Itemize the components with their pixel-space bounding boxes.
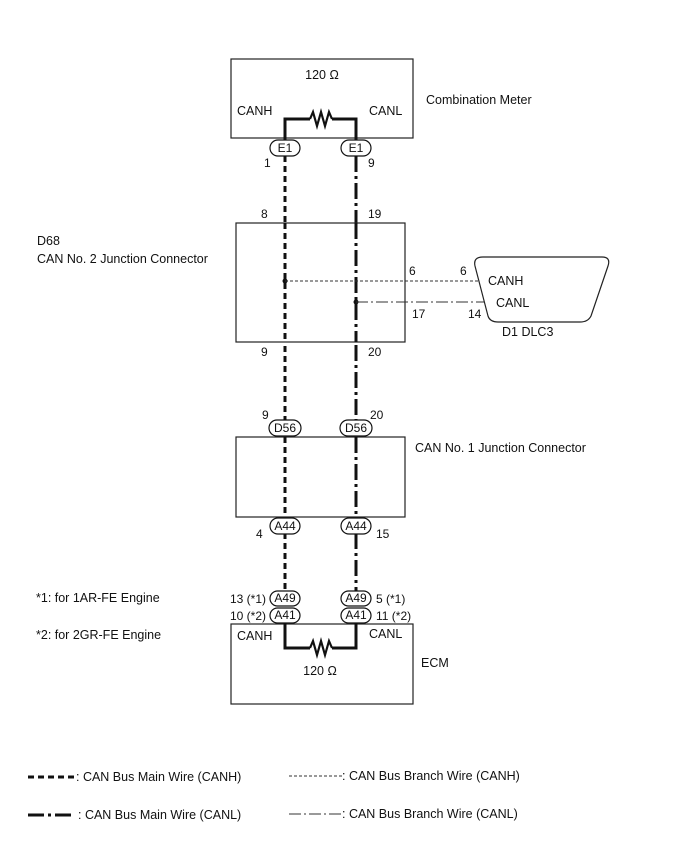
connector-a49-right bbox=[340, 590, 372, 607]
legend: : CAN Bus Main Wire (CANH) : CAN Bus Bra… bbox=[28, 769, 520, 822]
dlc3-canh-label: CANH bbox=[488, 274, 523, 288]
meter-resistor-label: 120 Ω bbox=[305, 68, 339, 82]
ecm-canl-label: CANL bbox=[369, 627, 402, 641]
dlc3-connector: CANH CANL 6 14 D1 DLC3 bbox=[460, 256, 610, 339]
legend-branch-canh-label: : CAN Bus Branch Wire (CANH) bbox=[342, 769, 520, 783]
d68-name: CAN No. 2 Junction Connector bbox=[37, 252, 208, 266]
d68-pin-9: 9 bbox=[261, 345, 268, 359]
meter-canh-internal-wire bbox=[283, 117, 310, 146]
note-1ar-fe: *1: for 1AR-FE Engine bbox=[36, 591, 160, 605]
legend-main-canl-label: : CAN Bus Main Wire (CANL) bbox=[78, 808, 241, 822]
connector-a44-left bbox=[269, 517, 301, 535]
connector-e1-left bbox=[269, 139, 301, 157]
d68-pin-8: 8 bbox=[261, 207, 268, 221]
dlc3-pin-6: 6 bbox=[460, 264, 467, 278]
legend-branch-canl-label: : CAN Bus Branch Wire (CANL) bbox=[342, 807, 518, 821]
connector-d56-right-label: D56 bbox=[345, 421, 367, 435]
meter-canl-label: CANL bbox=[369, 104, 402, 118]
combination-meter-name: Combination Meter bbox=[426, 93, 532, 107]
connector-a49-left-label: A49 bbox=[274, 591, 296, 605]
ecm-resistor-label: 120 Ω bbox=[303, 664, 337, 678]
d68-pin-6: 6 bbox=[409, 264, 416, 278]
d68-code: D68 bbox=[37, 234, 60, 248]
dlc3-outline bbox=[474, 256, 610, 323]
meter-canh-label: CANH bbox=[237, 104, 272, 118]
a44-pin-15: 15 bbox=[376, 527, 390, 541]
d68-pin-20: 20 bbox=[368, 345, 382, 359]
ecm-canl-internal-wire bbox=[332, 623, 358, 650]
a41-pin-11: 11 (*2) bbox=[376, 609, 411, 623]
connector-e1-right-label: E1 bbox=[349, 141, 364, 155]
connector-a49-right-label: A49 bbox=[345, 591, 367, 605]
combination-meter: 120 Ω CANH CANL Combination Meter bbox=[230, 58, 532, 146]
dlc3-canl-label: CANL bbox=[496, 296, 529, 310]
can1-box bbox=[235, 436, 406, 518]
ecm-name: ECM bbox=[421, 656, 449, 670]
ecm: CANH CANL 120 Ω ECM bbox=[230, 623, 449, 705]
connector-a44-right bbox=[340, 517, 372, 535]
a44-pin-4: 4 bbox=[256, 527, 263, 541]
connector-a44-left-label: A44 bbox=[274, 519, 296, 533]
connector-e1-right bbox=[340, 139, 372, 157]
connector-a44-right-label: A44 bbox=[345, 519, 367, 533]
d68-pin-19: 19 bbox=[368, 207, 382, 221]
d68-junction-connector: D68 CAN No. 2 Junction Connector 8 19 6 … bbox=[37, 207, 490, 359]
a41-pin-10: 10 (*2) bbox=[230, 609, 266, 623]
note-2gr-fe: *2: for 2GR-FE Engine bbox=[36, 628, 161, 642]
connector-e1-left-label: E1 bbox=[278, 141, 293, 155]
d68-pin-17: 17 bbox=[412, 307, 426, 321]
d68-box bbox=[235, 222, 406, 343]
ecm-canh-internal-wire bbox=[283, 623, 310, 650]
can1-name: CAN No. 1 Junction Connector bbox=[415, 441, 586, 455]
dlc3-pin-14: 14 bbox=[468, 307, 482, 321]
meter-canl-internal-wire bbox=[332, 117, 358, 146]
a49-pin-13: 13 (*1) bbox=[230, 592, 266, 606]
combination-meter-box bbox=[230, 58, 414, 139]
ecm-resistor-symbol bbox=[308, 636, 334, 660]
meter-resistor-symbol bbox=[308, 107, 334, 131]
pin-e1-9: 9 bbox=[368, 156, 375, 170]
connector-a41-right-label: A41 bbox=[345, 608, 367, 622]
d56-pin-20: 20 bbox=[370, 408, 384, 422]
ecm-canh-label: CANH bbox=[237, 629, 272, 643]
dlc3-label: D1 DLC3 bbox=[502, 325, 553, 339]
connector-d56-left-label: D56 bbox=[274, 421, 296, 435]
connector-a49-left bbox=[269, 590, 301, 607]
ecm-box bbox=[230, 623, 414, 705]
connector-d56-left bbox=[268, 419, 302, 437]
connector-a41-left-label: A41 bbox=[274, 608, 296, 622]
d56-pin-9: 9 bbox=[262, 408, 269, 422]
a49-pin-5: 5 (*1) bbox=[376, 592, 405, 606]
legend-main-canh-label: : CAN Bus Main Wire (CANH) bbox=[76, 770, 241, 784]
can1-junction-connector: CAN No. 1 Junction Connector bbox=[235, 436, 586, 518]
connector-d56-right bbox=[339, 419, 373, 437]
pin-e1-1: 1 bbox=[264, 156, 271, 170]
